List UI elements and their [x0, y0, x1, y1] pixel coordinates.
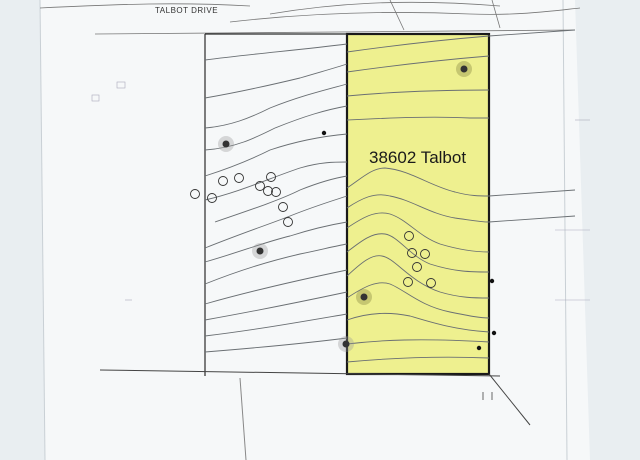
tree-canopy-icon [252, 243, 268, 259]
shrub-circle-icon [403, 277, 413, 287]
shrub-circle-icon [426, 278, 436, 288]
shrub-circle-icon [218, 176, 228, 186]
tree-canopies [218, 61, 472, 352]
tree-canopy-icon [338, 336, 354, 352]
survey-ticks [482, 392, 493, 400]
shrub-circles [190, 172, 436, 288]
shrub-circle-icon [407, 248, 417, 258]
shrub-circle-icon [404, 231, 414, 241]
faint-marks [91, 81, 590, 301]
shrub-circle-icon [271, 187, 281, 197]
paper-sheet [40, 0, 590, 460]
tree-canopy-icon [456, 61, 472, 77]
left-lot-boundary [204, 33, 347, 376]
survey-point-icon [489, 278, 495, 284]
highlighted-lot[interactable] [345, 32, 491, 376]
survey-point-icon [476, 345, 482, 351]
shrub-circle-icon [263, 186, 273, 196]
shrub-circle-icon [420, 249, 430, 259]
shrub-circle-icon [266, 172, 276, 182]
contour-lines-right [488, 29, 576, 223]
shrub-circle-icon [207, 193, 217, 203]
survey-points [321, 130, 497, 351]
tree-canopy-icon [218, 136, 234, 152]
contour-lines-lot [346, 35, 490, 363]
survey-point-icon [321, 130, 327, 136]
shrub-circle-icon [278, 202, 288, 212]
paper-edge-left [39, 0, 46, 460]
bottom-lines [99, 369, 531, 460]
lot-label: 38602 Talbot [369, 148, 467, 167]
shrub-circle-icon [234, 173, 244, 183]
street-label: TALBOT DRIVE [155, 6, 219, 15]
survey-point-icon [491, 330, 497, 336]
shrub-circle-icon [190, 189, 200, 199]
shrub-circle-icon [412, 262, 422, 272]
shrub-circle-icon [255, 181, 265, 191]
shrub-circle-icon [283, 217, 293, 227]
tree-canopy-icon [356, 289, 372, 305]
street-lines [39, 0, 581, 35]
contour-lines-left [204, 43, 348, 353]
